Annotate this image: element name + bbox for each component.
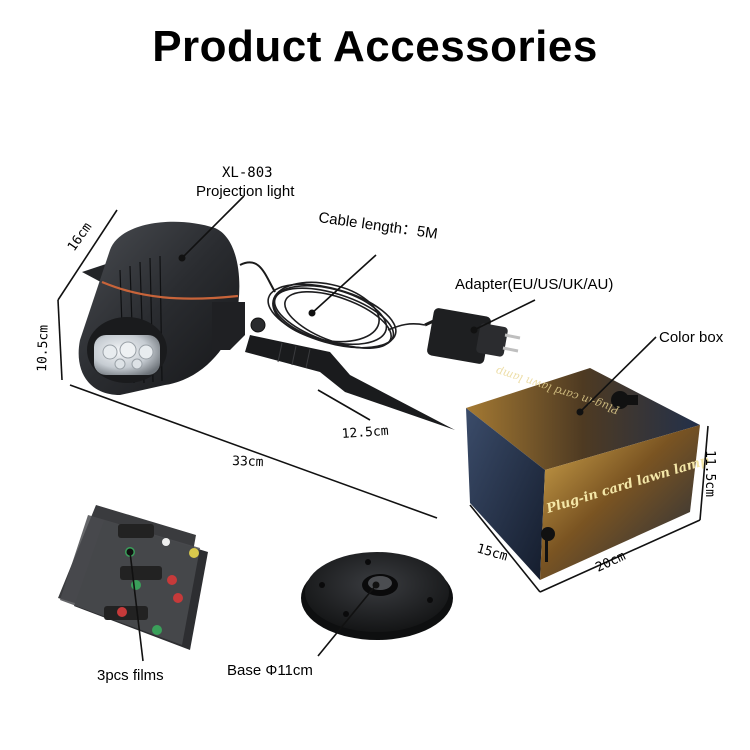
color-box-label: Color box <box>659 329 724 346</box>
dim-label-10-5: 10.5cm <box>35 325 52 373</box>
dim-line-11-5 <box>699 425 709 521</box>
coiled-cable <box>267 281 426 349</box>
dim-label-33: 33cm <box>232 454 264 470</box>
dim-line-10-5 <box>57 299 63 381</box>
mount-bracket <box>212 302 245 350</box>
cable-length-label: Cable length：5M <box>317 209 438 243</box>
box-front-face <box>540 425 700 580</box>
dim-line-12-5 <box>317 389 371 421</box>
film-cards <box>58 505 208 650</box>
dim-label-11-5: 11.5cm <box>702 450 717 497</box>
projection-light-label: Projection light <box>196 183 295 200</box>
leader-color-box <box>579 336 657 413</box>
dim-line-33 <box>69 384 438 519</box>
dim-line-16 <box>57 209 118 301</box>
model-label: XL-803 <box>222 165 273 181</box>
accent-ring <box>101 280 239 300</box>
leader-films <box>129 551 144 662</box>
dimension-lines <box>57 195 709 662</box>
leader-base <box>317 584 377 657</box>
projection-light <box>78 221 455 430</box>
leader-adapter <box>473 299 536 331</box>
box-top <box>466 368 700 470</box>
page-title: Product Accessories <box>152 22 598 71</box>
power-cable <box>239 261 276 293</box>
dim-line-20 <box>539 519 701 593</box>
dim-line-15 <box>469 504 541 593</box>
box-left-face <box>466 408 545 580</box>
dim-label-15: 15cm <box>475 541 509 564</box>
leader-cable <box>311 254 377 314</box>
adapter-label: Adapter(EU/US/UK/AU) <box>455 276 614 293</box>
dim-label-12-5: 12.5cm <box>341 424 389 442</box>
ground-stake <box>245 335 455 430</box>
base-plate <box>301 552 453 640</box>
films-label: 3pcs films <box>97 667 164 684</box>
power-adapter <box>424 308 521 364</box>
leader-projection-light <box>181 195 245 259</box>
base-label: Base Φ11cm <box>227 662 313 679</box>
